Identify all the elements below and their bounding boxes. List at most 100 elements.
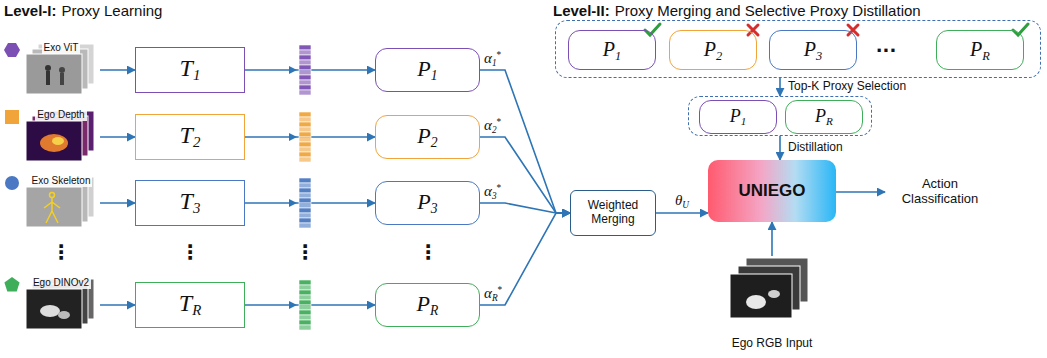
math-symbol: P xyxy=(970,38,982,60)
node-text: Weighted Merging xyxy=(575,199,651,227)
feature-cell xyxy=(299,152,311,157)
math-subscript: 2 xyxy=(431,135,438,150)
arrow-head xyxy=(289,66,297,74)
math-subscript: 3 xyxy=(492,191,497,201)
feature-cell xyxy=(299,60,311,65)
feature-cell xyxy=(299,320,311,325)
feature-vector xyxy=(289,280,311,330)
weight-label: θU xyxy=(673,192,691,210)
ellipsis-mark: ... xyxy=(876,36,897,57)
feature-cell xyxy=(299,290,311,295)
arrow-head xyxy=(289,133,297,141)
math-symbol: α xyxy=(484,51,492,67)
math-subscript: 3 xyxy=(193,201,200,217)
arrow-head xyxy=(289,301,297,309)
teacher-box: T2 xyxy=(135,114,245,160)
node-text: P2 xyxy=(417,123,437,151)
node-text: Ego RGB Input xyxy=(732,337,813,351)
illustration-part xyxy=(26,121,82,161)
proxy-box: P2 xyxy=(669,30,757,70)
math-subscript: 3 xyxy=(816,48,822,62)
math-subscript: 3 xyxy=(431,201,438,216)
illustration-part xyxy=(768,290,780,298)
feature-cell xyxy=(299,75,311,80)
connector-arrow xyxy=(100,304,135,306)
math-symbol: T xyxy=(179,290,192,316)
arrow-head xyxy=(289,199,297,207)
weight-label: α2* xyxy=(482,117,503,136)
proxy-box: P1 xyxy=(375,48,480,92)
math-superscript: * xyxy=(497,117,502,127)
feature-vector xyxy=(289,112,311,162)
node-text: P3 xyxy=(804,38,822,63)
input-modality: Ego Depth xyxy=(22,109,100,165)
teacher-box: T1 xyxy=(135,47,245,93)
math-subscript: 2 xyxy=(492,125,497,135)
feature-cell xyxy=(299,178,311,183)
weight-label: α1* xyxy=(482,50,503,69)
proxy-box: P2 xyxy=(375,115,480,159)
feature-cell xyxy=(299,80,311,85)
math-subscript: R xyxy=(192,303,201,319)
math-symbol: T xyxy=(180,188,193,214)
math-subscript: 2 xyxy=(716,48,722,62)
ellipsis-mark: ⋮ xyxy=(51,241,71,264)
math-symbol: P xyxy=(804,38,816,60)
input-modality: Exo ViT xyxy=(22,42,100,98)
illustration-part xyxy=(59,67,65,73)
math-subscript: R xyxy=(430,303,438,318)
illustration-part xyxy=(52,137,64,145)
proxy-box: P1 xyxy=(568,30,656,70)
feature-cell xyxy=(299,70,311,75)
ellipsis-mark: ⋮ xyxy=(180,241,200,264)
illustration-part xyxy=(40,134,68,152)
merge-box: Weighted Merging xyxy=(570,190,656,236)
feature-cell xyxy=(299,305,311,310)
circle-icon xyxy=(5,176,19,190)
output-text: Action Classification xyxy=(885,172,995,212)
feature-cell xyxy=(299,188,311,193)
node-text: UNIEGO xyxy=(738,181,805,201)
feature-cell xyxy=(299,198,311,203)
ellipsis-mark: ⋮ xyxy=(295,241,315,264)
feature-cell xyxy=(299,300,311,305)
connector-arrow xyxy=(100,136,135,138)
connector-arrow xyxy=(480,203,570,213)
math-symbol: P xyxy=(815,106,826,126)
math-symbol: P xyxy=(417,189,430,214)
node-text: Ego Depth xyxy=(35,109,86,121)
feature-cell xyxy=(299,203,311,208)
math-symbol: T xyxy=(180,122,193,148)
level-tag: Level-I: xyxy=(4,2,57,19)
feature-cell xyxy=(299,112,311,117)
node-text: T2 xyxy=(180,122,201,152)
illustration-part xyxy=(60,73,64,85)
node-text: P1 xyxy=(417,56,437,84)
teacher-box: TR xyxy=(135,282,245,328)
level-name: Proxy Merging and Selective Proxy Distil… xyxy=(615,2,921,19)
proxy-box: P3 xyxy=(769,30,857,70)
ego-rgb-thumbnail xyxy=(730,258,808,318)
math-symbol: P xyxy=(730,106,741,126)
math-subscript: 2 xyxy=(193,135,200,151)
level-name: Proxy Learning xyxy=(62,2,163,19)
math-subscript: R xyxy=(982,48,990,62)
math-superscript: * xyxy=(497,183,502,193)
feature-vector xyxy=(289,178,311,228)
illustration-part xyxy=(46,71,50,85)
illustration-part xyxy=(58,311,70,319)
proxy-box: PR xyxy=(785,100,863,134)
input-modality: Ego DINOv2 xyxy=(22,277,100,333)
connector-arrow xyxy=(836,191,885,193)
connector-arrow xyxy=(480,70,570,213)
node-text: Exo ViT xyxy=(42,42,81,54)
illustration-part xyxy=(730,274,792,318)
feature-vector xyxy=(289,45,311,95)
feature-cell xyxy=(299,137,311,142)
feature-cell xyxy=(299,315,311,320)
illustration-part xyxy=(45,65,51,71)
teacher-box: T3 xyxy=(135,180,245,226)
step-label: Top-K Proxy Selection xyxy=(786,80,908,94)
proxy-box: P1 xyxy=(699,100,777,134)
node-text: P2 xyxy=(704,38,722,63)
